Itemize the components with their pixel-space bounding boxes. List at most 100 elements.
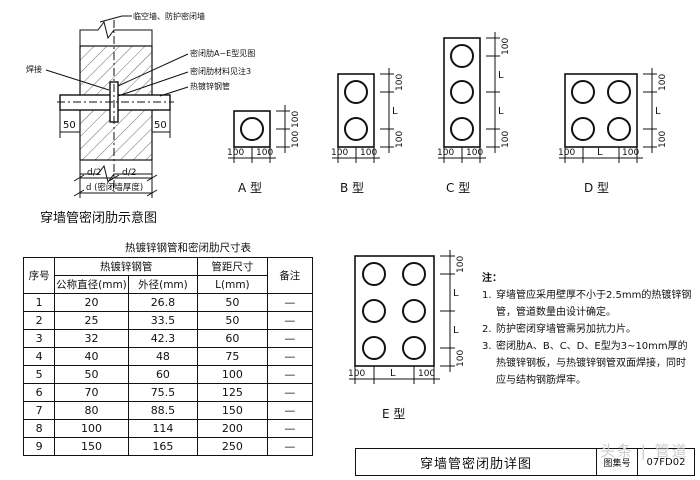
note-item: 1.穿墙管应采用壁厚不小于2.5mm的热镀锌钢管，管道数量由设计确定。 (482, 287, 692, 321)
table-cell: 165 (127, 437, 199, 456)
table-cell: 60 (197, 329, 268, 348)
type-a-drawing: 100 100 100 100 A 型 (227, 105, 301, 195)
type-c-dim-br: 100 (466, 148, 483, 158)
table-cell: — (266, 437, 314, 456)
atlas-number: 07FD02 (637, 449, 694, 475)
table-cell: 100 (54, 419, 129, 438)
type-d-dim-bL: L (597, 147, 603, 158)
type-e-label: E 型 (382, 407, 405, 421)
table-cell: 114 (127, 419, 199, 438)
table-cell: 20 (54, 293, 129, 312)
rib-label: 密闭肋A~E型见图 (190, 48, 255, 58)
type-c-dim-rL1: L (498, 70, 504, 81)
type-e-drawing: 100 L 100 100 L L 100 E 型 (348, 250, 466, 421)
note-text: 防护密闭穿墙管需另加抗力片。 (496, 324, 636, 335)
table-cell: 88.5 (127, 401, 199, 420)
dim-right-50: 50 (154, 120, 167, 131)
type-a-dim-br: 100 (256, 148, 273, 158)
type-e-dim-rL2: L (453, 325, 459, 336)
col-pipe-header: 热镀锌钢管 (54, 257, 199, 276)
type-e-dim-rL1: L (453, 288, 459, 299)
table-cell: 150 (54, 437, 129, 456)
table-cell: 50 (197, 293, 268, 312)
type-b-dim-rb: 100 (395, 131, 405, 148)
table-cell: 75 (197, 347, 268, 366)
table-cell: 70 (54, 383, 129, 402)
type-e-dim-bl: 100 (348, 369, 365, 379)
type-c-drawing: 100 100 100 L L 100 C 型 (437, 32, 511, 195)
weld-label: 焊接 (26, 64, 42, 74)
pipe-size-table: 序号 热镀锌钢管 管距尺寸 备注 公称直径(mm) 外径(mm) L(mm) 1… (22, 257, 314, 456)
type-b-dim-bl: 100 (331, 148, 348, 158)
table-cell: 60 (127, 365, 199, 384)
type-e-dim-rt: 100 (456, 256, 466, 273)
type-d-dim-rL: L (655, 106, 661, 117)
atlas-number-label: 图集号 (596, 449, 637, 475)
type-a-dim-rb: 100 (291, 131, 301, 148)
section-view-title: 穿墙管密闭肋示意图 (40, 210, 157, 226)
table-cell: 8 (22, 419, 56, 438)
watermark: 头条 | 管道 (600, 442, 689, 460)
note-item: 2. 防护密闭穿墙管需另加抗力片。 (482, 321, 692, 338)
table-cell: 150 (197, 401, 268, 420)
table-cell: 50 (197, 311, 268, 330)
type-d-dim-rb: 100 (658, 131, 668, 148)
table-cell: 33.5 (127, 311, 199, 330)
type-c-dim-bl: 100 (437, 148, 454, 158)
table-cell: 25 (54, 311, 129, 330)
type-e-dim-br: 100 (418, 369, 435, 379)
col-nominal-header: 公称直径(mm) (54, 275, 129, 294)
table-cell: 4 (22, 347, 56, 366)
type-b-drawing: 100 100 100 L 100 B 型 (331, 68, 405, 195)
title-block: 穿墙管密闭肋详图 图集号 07FD02 (355, 448, 695, 476)
type-e-dim-bL: L (390, 368, 396, 379)
type-b-dim-rL: L (392, 106, 398, 117)
type-b-dim-rt: 100 (395, 74, 405, 91)
table-cell: 5 (22, 365, 56, 384)
table-cell: — (266, 293, 314, 312)
type-b-label: B 型 (340, 181, 364, 195)
table-cell: 80 (54, 401, 129, 420)
type-d-drawing: 100 L 100 100 L 100 D 型 (558, 68, 668, 195)
note-number: 2. (482, 324, 492, 335)
table-cell: — (266, 365, 314, 384)
table-cell: — (266, 311, 314, 330)
table-cell: 26.8 (127, 293, 199, 312)
type-b-dim-br: 100 (360, 148, 377, 158)
type-a-dim-rt: 100 (291, 111, 301, 128)
type-a-dim-bl: 100 (227, 148, 244, 158)
wall-section-view: 临空墙、防护密闭墙 密闭肋A~E型见图 密闭肋材料见注3 热镀锌钢管 焊接 50… (26, 11, 255, 226)
table-cell: 40 (54, 347, 129, 366)
table-cell: 125 (197, 383, 268, 402)
table-cell: 6 (22, 383, 56, 402)
note-number: 3. (482, 341, 492, 352)
table-cell: — (266, 329, 314, 348)
table-cell: 2 (22, 311, 56, 330)
table-cell: 42.3 (127, 329, 199, 348)
dim-half-left: d/2 (87, 168, 101, 178)
table-cell: 32 (54, 329, 129, 348)
dim-left-50: 50 (63, 120, 76, 131)
type-a-label: A 型 (238, 181, 262, 195)
material-label: 密闭肋材料见注3 (190, 66, 251, 76)
table-cell: — (266, 383, 314, 402)
pipe-label: 热镀锌钢管 (190, 81, 230, 91)
col-rib-header: 管距尺寸 (197, 257, 268, 276)
type-d-dim-bl: 100 (558, 148, 575, 158)
table-cell: 250 (197, 437, 268, 456)
table-cell: 100 (197, 365, 268, 384)
type-e-dim-rb: 100 (456, 350, 466, 367)
table-cell: 200 (197, 419, 268, 438)
table-cell: 50 (54, 365, 129, 384)
notes: 注： 1.穿墙管应采用壁厚不小于2.5mm的热镀锌钢管，管道数量由设计确定。 2… (482, 270, 692, 389)
note-item: 3.密闭肋A、B、C、D、E型为3~10mm厚的热镀锌钢板，与热镀锌钢管双面焊接… (482, 338, 692, 389)
table-title: 热镀锌钢管和密闭肋尺寸表 (125, 241, 251, 254)
type-c-dim-rb: 100 (501, 131, 511, 148)
